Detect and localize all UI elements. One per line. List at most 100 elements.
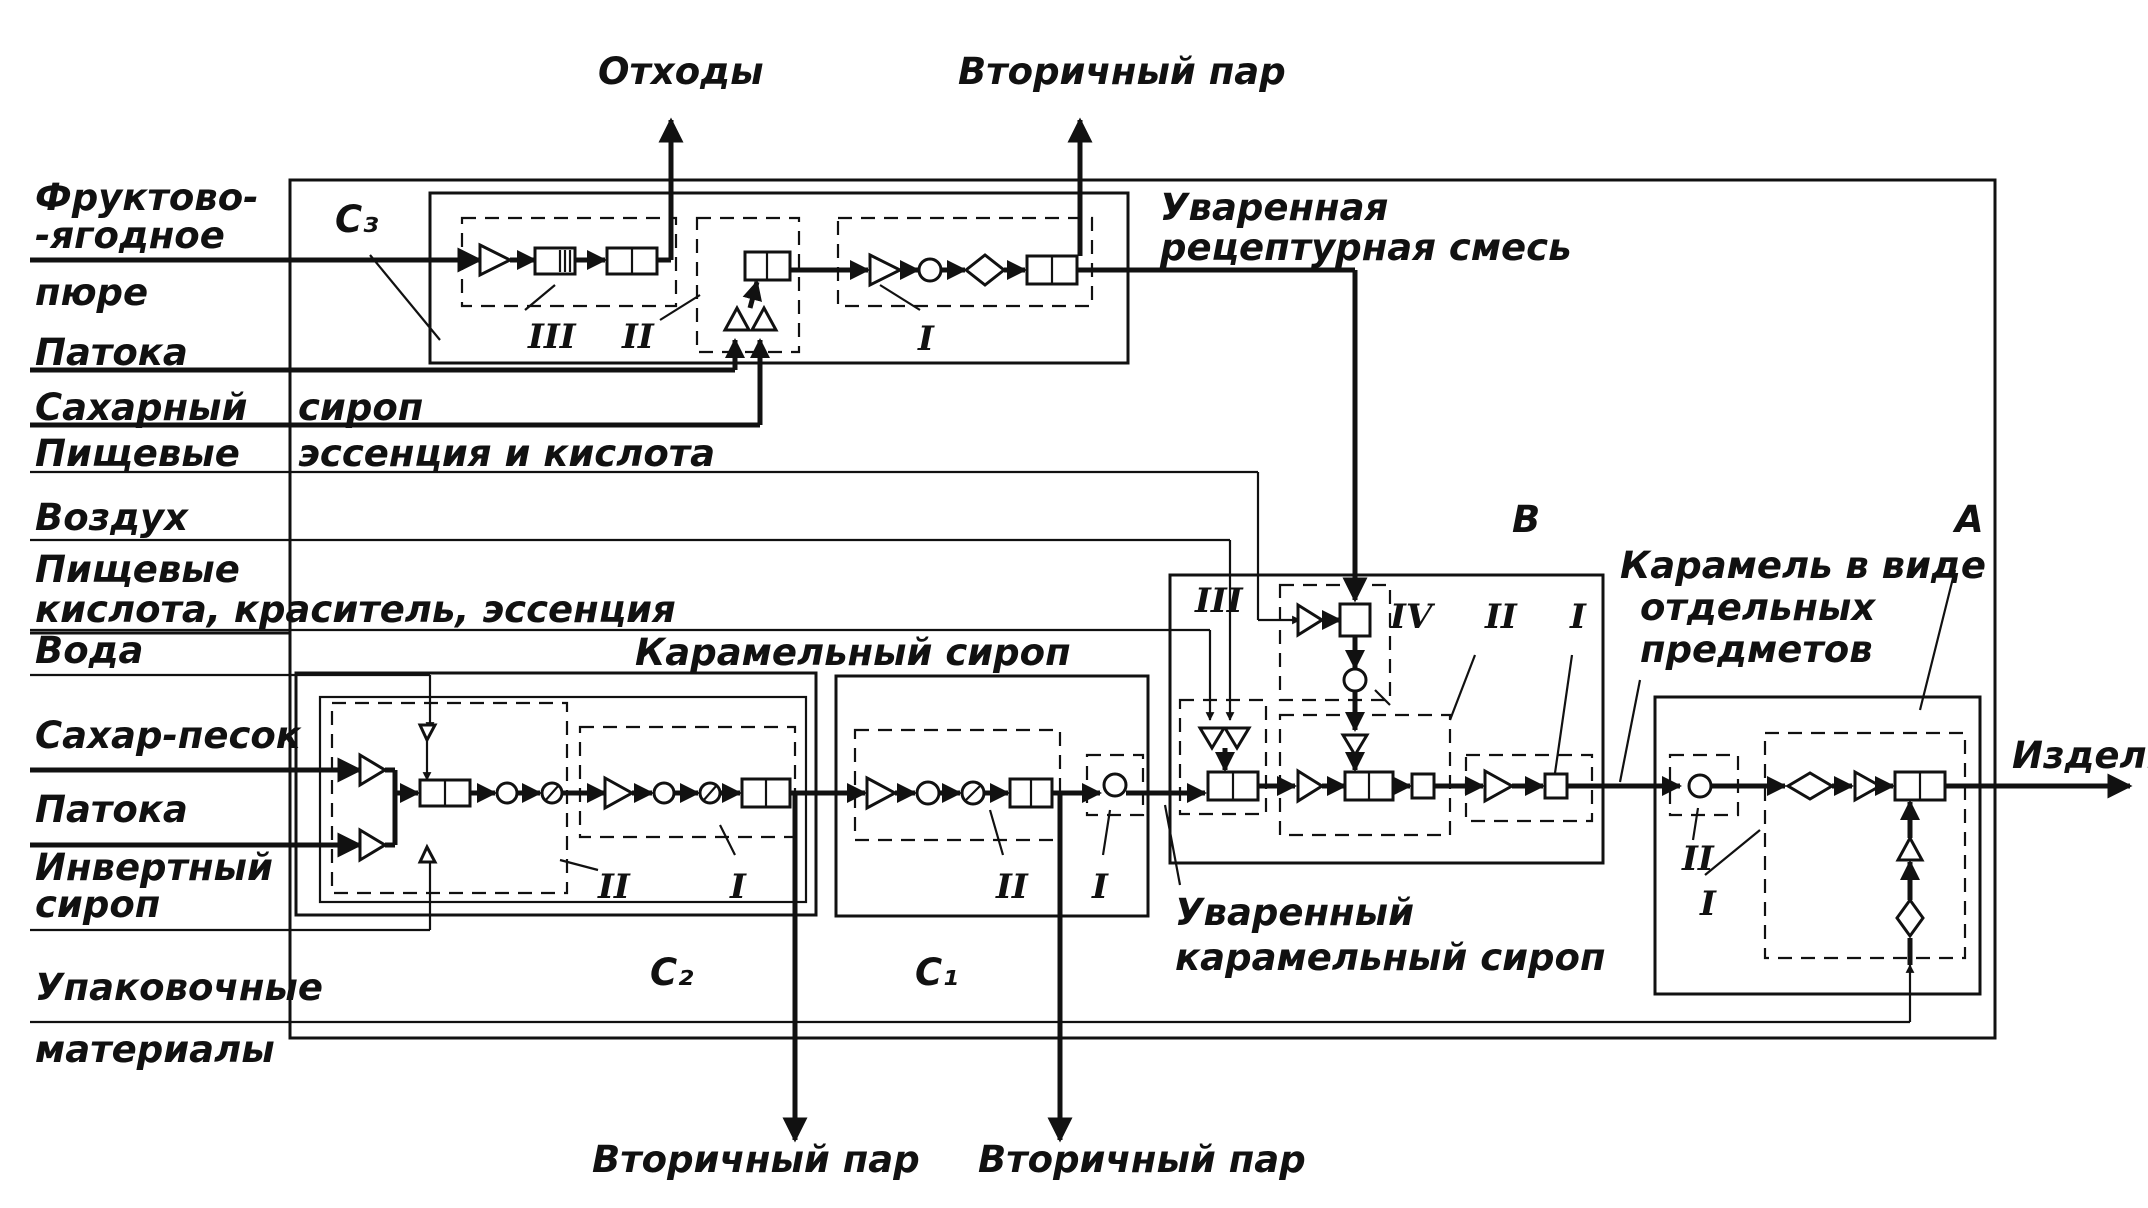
pump-symbol [652,781,676,805]
label-boiled-mix-2: рецептурная смесь [1159,226,1571,269]
label-food-b-2: кислота, краситель, эссенция [35,588,676,631]
label-steam-c2: Вторичный пар [592,1138,920,1181]
label-steam-top: Вторичный пар [958,50,1286,93]
a-internals [1687,769,2133,965]
input-lines [30,247,1915,1024]
label-a-stage-i: I [1699,884,1717,924]
label-fruit-3: пюре [35,271,148,314]
triangle-symbol [1296,602,1325,638]
triangle-symbol [1222,726,1252,751]
label-packaging-2: материалы [35,1028,275,1071]
triangle-symbol [478,242,514,278]
label-a: A [1952,498,1984,541]
triangle-symbol [1853,769,1884,803]
label-c2-stage-ii: II [597,867,631,907]
screen-symbol [533,246,577,276]
triangle-symbol [868,252,904,288]
triangle-symbol [722,304,752,332]
triangle-symbol [1296,768,1325,804]
b-stage-iv-box [1278,583,1392,702]
label-c3: C₃ [335,198,378,241]
c3-internals [478,117,1368,603]
label-water: Вода [35,629,143,672]
b-internals [1197,602,1682,804]
subsystem-labels: C₃ C₂ C₁ B A [335,198,1984,994]
leader-lines [369,254,1957,886]
mixer-symbol [1338,602,1372,638]
label-molasses-top: Патока [35,331,188,374]
triangle-symbol [749,304,779,332]
stage-labels: III II I II I II I III IV II I II I [527,317,1717,924]
c3-stage-i-box [836,216,1094,308]
c2-stage-ii-box [330,701,569,895]
label-sugar-sand: Сахар-песок [35,714,302,757]
label-caramel-items-3: предметов [1640,628,1873,671]
c1-stage-i-box [1085,753,1145,817]
triangle-symbol [1197,726,1227,751]
c2-internals [358,723,867,1143]
label-air: Воздух [35,496,189,539]
label-c3-stage-i: I [917,319,935,359]
label-sugar-syrup-2: сироп [298,386,423,429]
label-c1: C₁ [915,951,958,994]
pump-symbol [917,257,943,283]
subsystem-c1 [834,674,1150,918]
label-b-stage-iv: IV [1389,597,1436,637]
triangle-symbol [1483,768,1516,804]
pump-symbol [1687,773,1713,799]
triangle-symbol [358,827,388,863]
label-fruit-1: Фруктово- [35,176,258,219]
label-fruit-2: -ягодное [35,214,225,257]
label-packaging-1: Упаковочные [35,966,323,1009]
process-labels: Уваренная рецептурная смесь Карамельный … [635,186,1986,979]
label-caramel-items-2: отдельных [1640,586,1876,629]
a-stage-i-box [1763,731,1967,960]
heater-symbol [963,253,1007,287]
label-b-stage-i: I [1569,597,1587,637]
output-labels: Отходы Вторичный пар Вторичный пар Втори… [592,50,2148,1181]
label-b-stage-iii: III [1194,581,1244,621]
label-boiled-syrup-1: Уваренный [1175,891,1414,934]
label-c3-stage-ii: II [621,317,655,357]
b-stage-iii-box [1178,698,1268,816]
label-caramel-syrup: Карамельный сироп [635,631,1071,674]
label-invert-2: сироп [35,883,160,926]
label-c2: C₂ [650,951,693,994]
label-c1-stage-ii: II [995,867,1029,907]
label-c2-stage-i: I [729,867,747,907]
label-food-b-1: Пищевые [35,548,240,591]
cooler-symbol [1410,772,1436,800]
sorter-symbol [1895,897,1925,939]
label-boiled-mix-1: Уваренная [1160,186,1388,229]
label-products: Изделия [2012,734,2148,777]
sorter-symbol [1785,771,1835,801]
label-b-stage-ii: II [1484,597,1518,637]
pump-symbol [1102,772,1128,798]
label-caramel-items-1: Карамель в виде [1620,544,1986,587]
label-invert-1: Инвертный [35,846,273,889]
label-steam-c1: Вторичный пар [978,1138,1306,1181]
pump-symbol [915,780,941,806]
c3-stage-ii-box [695,216,801,354]
pump-symbol [1342,667,1368,693]
c1-internals [865,772,1207,1143]
system-boundary [288,178,1997,1040]
label-molasses-bottom: Патока [35,788,188,831]
former-symbol [1543,772,1569,800]
left-input-labels: Фруктово- -ягодное пюре Патока Сахарный … [35,176,715,1071]
label-c3-stage-iii: III [527,317,577,357]
label-boiled-syrup-2: карамельный сироп [1175,936,1606,979]
label-food-1: Пищевые [35,432,240,475]
subsystem-c3 [428,191,1130,365]
pump-symbol [495,781,519,805]
label-c1-stage-i: I [1091,867,1109,907]
triangle-symbol [1340,733,1370,758]
label-food-2: эссенция и кислота [298,432,715,475]
triangle-symbol [1895,834,1925,862]
b-stage-ii-box [1278,713,1452,837]
label-sugar-syrup-1: Сахарный [35,386,247,429]
triangle-symbol [603,775,636,811]
label-a-stage-ii: II [1681,839,1715,879]
